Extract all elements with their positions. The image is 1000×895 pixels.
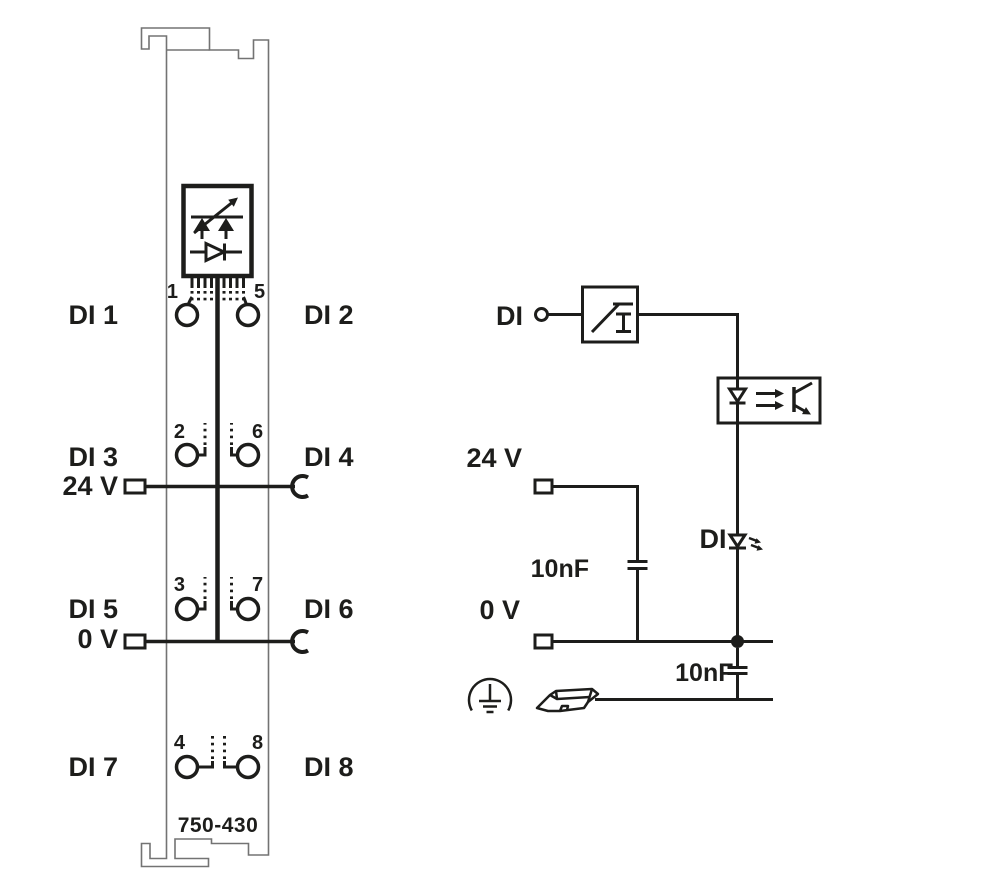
label-di3: DI 3	[68, 442, 118, 472]
led-triangle-1	[194, 218, 210, 231]
status-led-icon: DI	[700, 524, 763, 554]
terminal-2-number: 2	[174, 421, 185, 443]
terminal-6-number: 6	[252, 421, 263, 443]
terminal-8	[235, 754, 261, 780]
terminal-contacts	[174, 302, 261, 780]
label-24v: 24 V	[62, 471, 118, 501]
status-led-label: DI	[700, 524, 727, 554]
label-di4: DI 4	[304, 442, 354, 472]
label-di5: DI 5	[68, 594, 118, 624]
label-di6: DI 6	[304, 594, 354, 624]
optocoupler-icon	[716, 376, 822, 425]
schematic-di-label: DI	[496, 301, 523, 331]
terminal-4-number: 4	[174, 732, 186, 754]
input-filter-icon	[581, 285, 639, 344]
io-module: 1 5 2 6 3 7 4 8 DI 1 DI 2 DI 3 DI 4 24 V…	[62, 27, 354, 868]
terminal-numbers: 1 5 2 6 3 7 4 8	[167, 281, 265, 754]
terminal-3	[174, 596, 200, 622]
terminal-1	[174, 302, 200, 328]
0v-contact-icon	[533, 633, 554, 650]
label-di2: DI 2	[304, 300, 354, 330]
terminal-3-number: 3	[174, 574, 185, 596]
led-block-frame	[181, 183, 254, 279]
led-ribbon-lines	[186, 277, 248, 306]
terminal-5-number: 5	[254, 281, 265, 303]
terminal-6	[235, 442, 261, 468]
light-arrow-head	[228, 197, 238, 207]
input-channel-schematic: DI	[466, 285, 822, 714]
terminal-7-number: 7	[252, 574, 263, 596]
light-arrow	[193, 199, 235, 235]
power-jumper-socket-icon	[290, 629, 310, 654]
terminal-links	[197, 423, 238, 769]
schematic-0v-label: 0 V	[479, 595, 520, 625]
power-jumper-contact-icon	[123, 478, 147, 495]
din-rail-icon	[535, 687, 600, 713]
supply-0v-row	[123, 629, 310, 654]
24v-contact-icon	[533, 478, 554, 495]
label-di1: DI 1	[68, 300, 118, 330]
terminal-5	[235, 302, 261, 328]
led-display-block-icon	[181, 183, 254, 279]
terminal-1-number: 1	[167, 281, 178, 303]
capacitor-2-value: 10nF	[675, 659, 733, 687]
terminal-8-number: 8	[252, 732, 263, 754]
channel-labels: DI 1 DI 2 DI 3 DI 4 24 V DI 5 DI 6 0 V D…	[62, 300, 353, 782]
schematic-24v-label: 24 V	[466, 443, 522, 473]
terminal-2	[174, 442, 200, 468]
label-di7: DI 7	[68, 752, 118, 782]
terminal-4	[174, 754, 200, 780]
capacitor-1-icon	[627, 560, 648, 570]
earth-ground-icon	[467, 677, 513, 714]
supply-24v-row	[123, 474, 310, 499]
module-outline	[140, 27, 270, 868]
module-model-number: 750-430	[178, 814, 259, 837]
diode-triangle	[204, 241, 228, 263]
terminal-7	[235, 596, 261, 622]
junction-dot	[731, 635, 744, 648]
label-0v: 0 V	[77, 624, 118, 654]
led-triangle-2	[218, 218, 234, 231]
di-input-terminal-icon	[534, 307, 549, 322]
power-jumper-contact-icon	[123, 633, 147, 650]
capacitor-1-value: 10nF	[531, 555, 589, 583]
label-di8: DI 8	[304, 752, 354, 782]
power-jumper-socket-icon	[290, 474, 310, 499]
